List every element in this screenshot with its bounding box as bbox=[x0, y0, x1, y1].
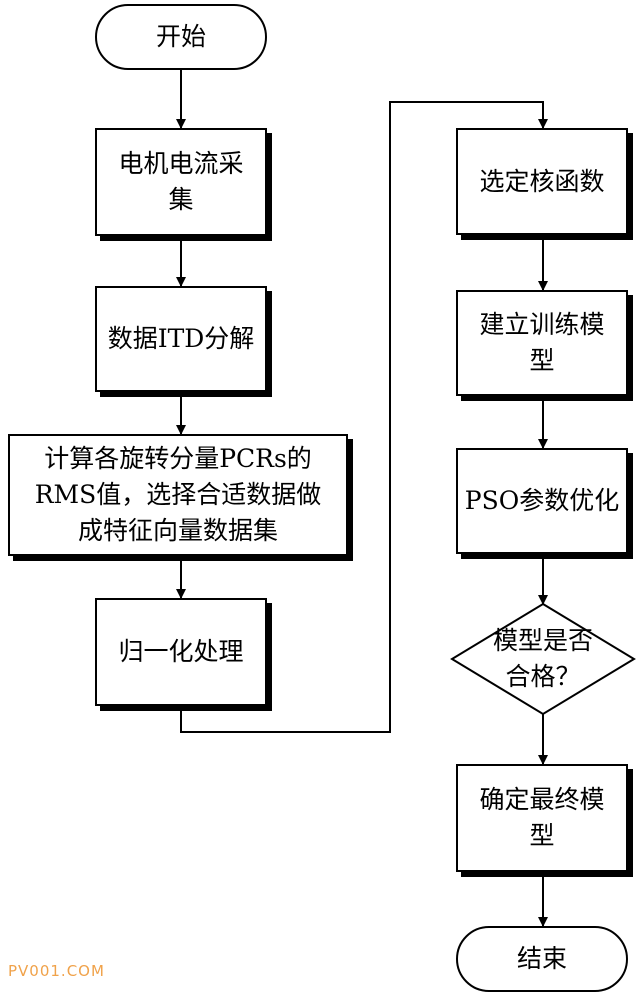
decision-label: 模型是否 合格？ bbox=[492, 626, 593, 691]
select-kernel-label: 选定核函数 bbox=[479, 166, 605, 196]
motor-current-collection-box: 电机电流采 集 bbox=[95, 128, 267, 236]
normalize-label: 归一化处理 bbox=[118, 637, 244, 666]
final-model-box: 确定最终模 型 bbox=[456, 764, 628, 872]
watermark-text: PV001.COM bbox=[8, 962, 105, 980]
end-label: 结束 bbox=[516, 944, 567, 973]
build-model-label: 建立训练模 型 bbox=[479, 310, 605, 375]
select-kernel-box: 选定核函数 bbox=[456, 128, 628, 235]
end-terminal: 结束 bbox=[456, 926, 628, 992]
itd-label: 数据ITD分解 bbox=[107, 324, 255, 353]
final-model-label: 确定最终模 型 bbox=[479, 785, 605, 850]
normalize-box: 归一化处理 bbox=[95, 598, 267, 706]
start-label: 开始 bbox=[155, 22, 206, 51]
compute-pcrs-label: 计算各旋转分量PCRs的 RMS值，选择合适数据做 成特征向量数据集 bbox=[34, 444, 322, 545]
itd-decomposition-box: 数据ITD分解 bbox=[95, 286, 267, 392]
build-model-box: 建立训练模 型 bbox=[456, 290, 628, 396]
decision-diamond bbox=[450, 602, 636, 716]
motor-current-label: 电机电流采 集 bbox=[118, 149, 244, 214]
pso-optimization-box: PSO参数优化 bbox=[456, 448, 628, 554]
connector-normalize-to-kernel bbox=[180, 101, 548, 733]
compute-pcrs-box: 计算各旋转分量PCRs的 RMS值，选择合适数据做 成特征向量数据集 bbox=[8, 434, 348, 556]
pso-label: PSO参数优化 bbox=[464, 486, 620, 515]
start-terminal: 开始 bbox=[95, 4, 267, 70]
